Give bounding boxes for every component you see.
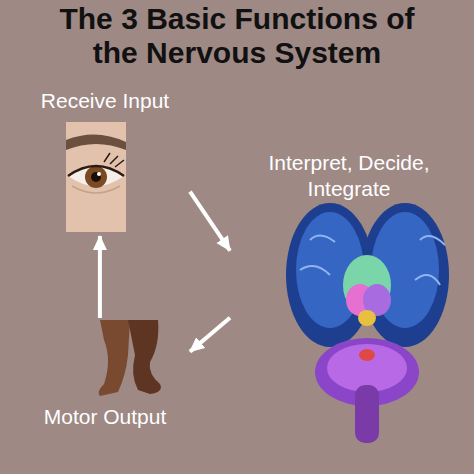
function-node: Motor Output (20, 318, 190, 430)
flow-arrow (98, 236, 102, 318)
function-node: Interpret, Decide, Integrate (230, 150, 468, 455)
function-label: Receive Input (20, 88, 190, 114)
eye-picture (66, 122, 126, 232)
diagram-title: The 3 Basic Functions of the Nervous Sys… (47, 2, 427, 69)
legs-picture (99, 320, 161, 396)
function-node: Receive Input (20, 88, 190, 236)
flow-arrow (190, 192, 230, 251)
function-label: Interpret, Decide, Integrate (230, 150, 468, 203)
brain-picture (286, 203, 449, 443)
flow-arrow (190, 318, 230, 352)
function-label: Motor Output (20, 404, 190, 430)
